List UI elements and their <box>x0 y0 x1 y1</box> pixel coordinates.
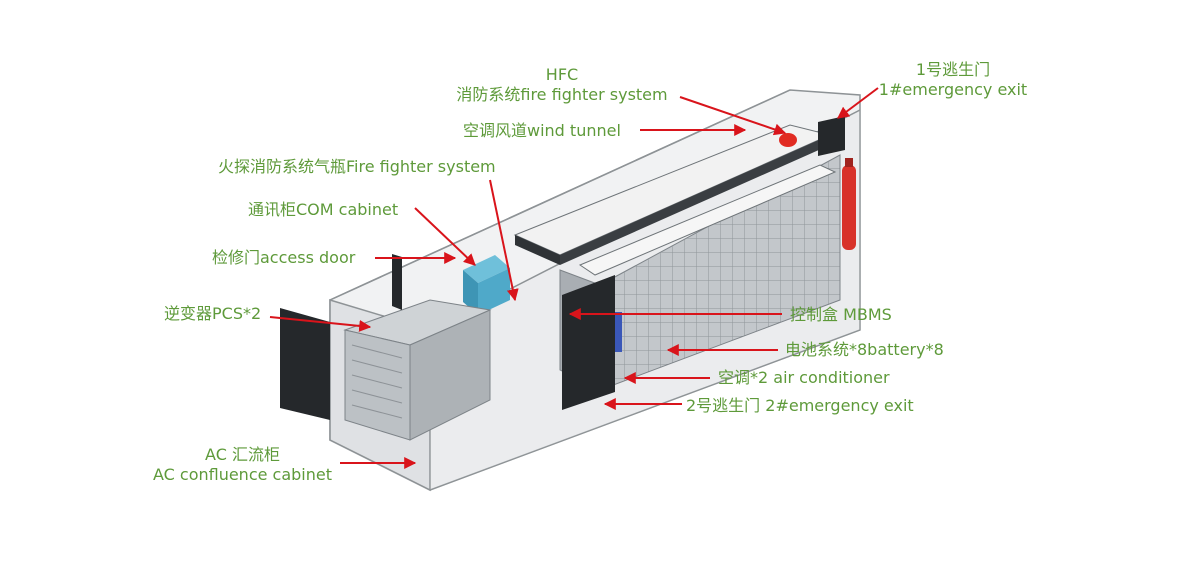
arrow-gas-cylinder <box>489 179 519 302</box>
label-ac-cabinet-line1: AC 汇流柜 <box>205 445 280 464</box>
label-pcs: 逆变器PCS*2 <box>164 304 262 323</box>
label-exit1: 1号逃生门 1#emergency exit <box>878 60 1028 100</box>
pcs-cabinet-icon <box>343 299 492 441</box>
label-exit1-line2: 1#emergency exit <box>878 80 1028 99</box>
wind-tunnel-duct <box>513 124 837 276</box>
hfc-unit-icon <box>779 133 797 147</box>
label-ac-cabinet: AC 汇流柜 AC confluence cabinet <box>145 445 340 485</box>
arrow-exit1 <box>837 87 879 119</box>
fire-extinguisher-icon <box>842 158 856 250</box>
label-access-door: 检修门access door <box>212 248 356 267</box>
label-com-cabinet: 通讯柜COM cabinet <box>248 200 399 219</box>
label-exit2: 2号逃生门 2#emergency exit <box>686 396 914 415</box>
label-mbms: 控制盒 MBMS <box>790 305 892 324</box>
arrow-hfc <box>679 96 787 136</box>
cooling-unit-icon <box>463 255 510 315</box>
label-gas-cylinder: 火探消防系统气瓶Fire fighter system <box>218 157 496 176</box>
label-air-conditioner: 空调*2 air conditioner <box>718 368 890 387</box>
label-hfc-line2: 消防系统fire fighter system <box>456 85 668 104</box>
label-hfc-line1: HFC <box>545 65 579 84</box>
label-battery: 电池系统*8battery*8 <box>785 340 944 359</box>
label-ac-cabinet-line2: AC confluence cabinet <box>152 465 333 484</box>
label-exit1-line1: 1号逃生门 <box>915 60 991 79</box>
pointer-arrow-icon <box>269 87 879 469</box>
arrow-pcs <box>269 316 372 332</box>
label-hfc: HFC 消防系统fire fighter system <box>452 65 672 105</box>
arrow-com-cabinet <box>414 207 476 266</box>
label-wind-tunnel: 空调风道wind tunnel <box>463 121 621 140</box>
